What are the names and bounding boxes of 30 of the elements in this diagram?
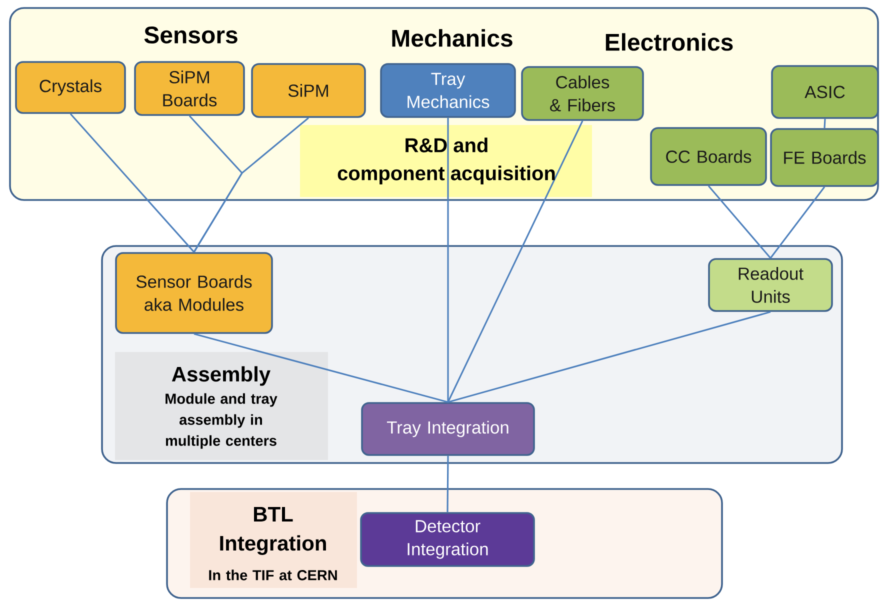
component-box: Cables & Fibers: [521, 66, 644, 121]
component-box: Sensor Boards aka Modules: [115, 252, 273, 334]
connector-line: [446, 456, 449, 512]
component-box: FE Boards: [770, 128, 879, 187]
connector-line: [708, 185, 772, 259]
component-box: ASIC: [771, 65, 879, 119]
connector-line: [770, 186, 826, 259]
component-box: Detector Integration: [360, 512, 535, 567]
connector-line: [194, 333, 448, 403]
section-heading: Electronics: [606, 33, 733, 51]
component-box: Crystals: [15, 61, 126, 114]
connector-line: [448, 311, 771, 403]
connector-line: [824, 118, 826, 128]
stage-note: In the TIF at CERN: [209, 570, 337, 580]
connector-line: [447, 118, 449, 402]
connector-line: [447, 120, 584, 402]
component-box: Tray Integration: [361, 402, 535, 456]
stage-note: Module and tray assembly in multiple centers: [166, 393, 278, 449]
connector-line: [70, 113, 195, 253]
stage-title: Assembly: [172, 366, 270, 386]
stage-title: BTL Integration: [220, 507, 326, 555]
component-box: SiPM: [251, 63, 366, 118]
component-box: CC Boards: [650, 127, 767, 186]
stage-title: R&D and component acquisition: [338, 138, 555, 184]
section-heading: Mechanics: [392, 29, 512, 47]
section-heading: Sensors: [144, 26, 238, 44]
component-box: SiPM Boards: [134, 61, 245, 116]
connector-line: [193, 117, 310, 252]
component-box: Readout Units: [708, 258, 833, 312]
component-box: Tray Mechanics: [380, 63, 516, 118]
